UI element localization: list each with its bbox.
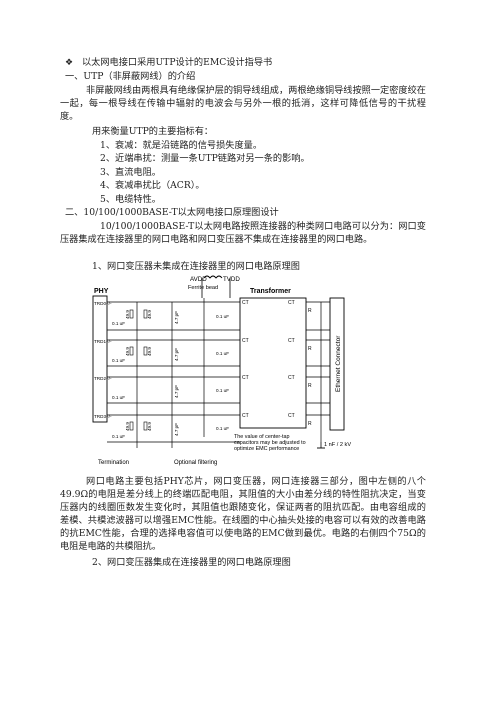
figure1-caption: 1、网口变压器未集成在连接器里的网口电路原理图 — [92, 261, 300, 272]
figure2-caption: 2、网口变压器集成在连接器里的网口电路原理图 — [92, 557, 291, 568]
metric-item: 4、衰减串扰比（ACR）。 — [100, 180, 205, 191]
metric-item: 1、衰减：就是沿链路的信号损失度量。 — [100, 140, 263, 151]
port-group-2: TRD2+/- 0.1 uF 4.7 pF 0.1 uF CT CT R — [94, 375, 330, 404]
cap-value: 4.7 pF — [174, 348, 179, 361]
termination-label: Termination — [98, 460, 129, 466]
ethernet-schematic-figure: AVDD TVDD Ferrite bead PHY Transformer E… — [92, 275, 351, 466]
section1-heading: 一、UTP（非屏蔽网线）的介绍 — [65, 71, 196, 82]
port-group-3: TRD3+/- 49.9 49.9 0.1 uF 4.7 pF 0.1 uF C… — [94, 413, 330, 443]
ct-label: CT — [288, 413, 295, 419]
cap-value: 0.1 uF — [216, 351, 229, 356]
ct-label: CT — [242, 300, 249, 306]
doc-title-line: ❖ 以太网电接口采用UTP设计的EMC设计指导书 — [65, 56, 272, 70]
r-label: R — [308, 421, 312, 427]
cap-value: 0.1 uF — [112, 434, 125, 439]
transformer-label: Transformer — [250, 288, 291, 295]
transformer-box — [239, 297, 307, 429]
avdd-label: AVDD — [190, 276, 207, 283]
cap-value: 0.1 uF — [112, 395, 125, 400]
resistor-value: 49.9 — [147, 422, 152, 431]
ct-label: CT — [242, 413, 249, 419]
r-label: R — [308, 383, 312, 389]
metric-item: 5、电缆特性。 — [100, 194, 161, 205]
resistor-value: 49.9 — [147, 347, 152, 356]
cap-value: 4.7 pF — [174, 423, 179, 436]
r-label: R — [308, 308, 312, 314]
metrics-intro: 用来衡量UTP的主要指标有： — [92, 126, 214, 137]
ethernet-connector-box — [329, 297, 345, 431]
ct-label: CT — [288, 338, 295, 344]
ct-label: CT — [242, 375, 249, 381]
resistor-value: 49.9 — [147, 310, 152, 319]
cap-value: 0.1 uF — [216, 388, 229, 393]
port-label: TRD2+/- — [94, 376, 112, 381]
metric-item: 3、直流电阻。 — [100, 167, 161, 178]
bullet-icon: ❖ — [65, 58, 74, 68]
resistor-value: 49.9 — [125, 422, 130, 431]
section2-paragraph: 10/100/1000BASE-T以太网电路按照连接器的种类网口电路可以分为：网… — [60, 221, 426, 245]
note-line: The value of center-tap — [234, 434, 289, 440]
cap-value: 0.1 uF — [112, 358, 125, 363]
optional-filtering-label: Optional filtering — [174, 460, 217, 466]
cap-value: 4.7 pF — [174, 311, 179, 324]
ct-label: CT — [242, 338, 249, 344]
phy-label: PHY — [94, 288, 109, 295]
connector-label: Ethernet Connector — [335, 335, 342, 392]
note-line: optimize EMC performance — [234, 446, 299, 452]
resistor-value: 49.9 — [125, 347, 130, 356]
port-label: TRD1+/- — [94, 339, 112, 344]
cap-value: 0.1 uF — [216, 426, 229, 431]
doc-title: 以太网电接口采用UTP设计的EMC设计指导书 — [82, 57, 273, 68]
r-label: R — [308, 346, 312, 352]
cap-value: 4.7 pF — [174, 385, 179, 398]
section1-paragraph: 非屏蔽网线由两根具有绝缘保护层的铜导线组成，两根绝缘铜导线按照一定密度绞在一起，… — [60, 85, 426, 122]
ct-label: CT — [288, 375, 295, 381]
note-line: capacitors may be adjusted to — [234, 440, 306, 446]
tvdd-label: TVDD — [223, 276, 240, 283]
phy-chip-box — [92, 295, 108, 423]
resistor-value: 49.9 — [125, 310, 130, 319]
cap-value: 0.1 uF — [216, 314, 229, 319]
port-group-0: TRD0+/- 49.9 49.9 0.1 uF 4.7 pF 0.1 uF C… — [94, 300, 330, 331]
hv-cap-label: 1 nF / 2 kV — [324, 442, 351, 448]
ct-label: CT — [288, 300, 295, 306]
cap-value: 0.1 uF — [112, 321, 125, 326]
ferrite-bead-icon — [203, 275, 223, 279]
port-group-1: TRD1+/- 49.9 49.9 0.1 uF 4.7 pF 0.1 uF C… — [94, 338, 330, 367]
port-label: TRD3+/- — [94, 414, 112, 419]
section2-heading: 二、10/100/1000BASE-T以太网电接口原理图设计 — [65, 207, 279, 218]
ferrite-label: Ferrite bead — [188, 285, 218, 291]
port-label: TRD0+/- — [94, 301, 112, 306]
metric-item: 2、近端串扰：测量一条UTP链路对另一条的影响。 — [100, 153, 310, 164]
figure1-description: 网口电路主要包括PHY芯片，网口变压器，网口连接器三部分，图中左侧的八个49.9… — [60, 476, 426, 552]
